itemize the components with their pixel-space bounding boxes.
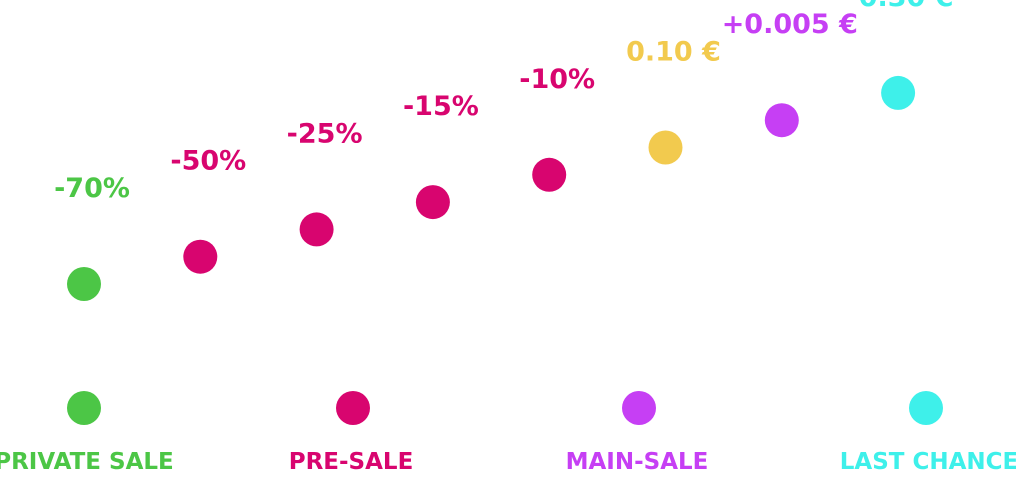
data-point-3 — [299, 212, 334, 247]
legend-label-4: LAST CHANCE — [840, 449, 1016, 475]
data-label-7: +0.005 € — [722, 9, 858, 40]
data-point-2 — [183, 239, 218, 274]
legend-marker-1 — [67, 391, 101, 425]
data-label-8: 0.30 € — [859, 0, 954, 13]
data-point-1 — [67, 267, 101, 301]
chart-legend: PRIVATE SALE PRE-SALE MAIN-SALE LAST CHANCE — [0, 391, 1016, 475]
data-label-3: -25% — [287, 118, 363, 149]
data-point-4 — [415, 185, 450, 220]
legend-label-2: PRE-SALE — [289, 449, 414, 475]
data-point-7 — [764, 103, 799, 138]
data-label-2: -50% — [170, 146, 246, 177]
data-label-6: 0.10 € — [626, 37, 721, 68]
legend-marker-4 — [909, 391, 943, 425]
legend-label-1: PRIVATE SALE — [0, 449, 174, 475]
data-label-4: -15% — [403, 91, 479, 122]
data-label-5: -10% — [519, 64, 595, 95]
data-label-1: -70% — [54, 173, 130, 204]
legend-marker-2 — [336, 391, 370, 425]
legend-marker-3 — [622, 391, 656, 425]
legend-label-3: MAIN-SALE — [566, 449, 709, 475]
data-point-8 — [881, 75, 916, 110]
chart-points: -70% -50% -25% -15% -10% 0.10 €+0.005 €0.30 € — [54, 0, 954, 301]
data-point-5 — [532, 157, 567, 192]
data-point-6 — [648, 130, 683, 165]
